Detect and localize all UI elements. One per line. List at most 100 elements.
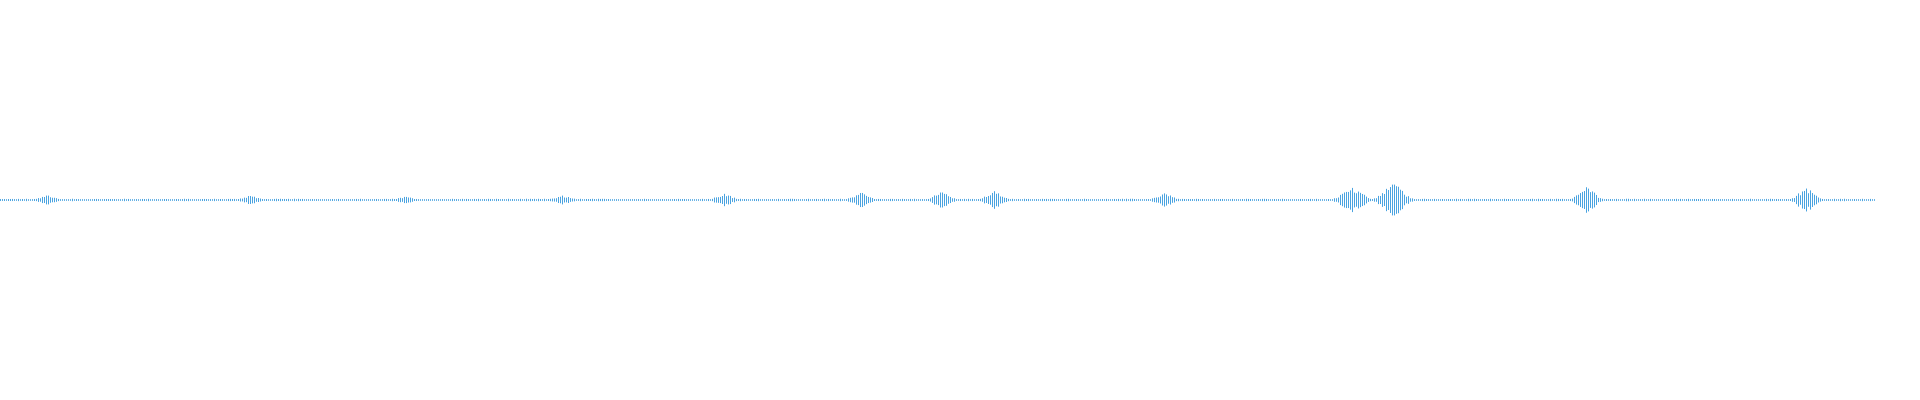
waveform-bar <box>644 198 645 202</box>
waveform-bar <box>418 199 419 201</box>
waveform-bar <box>1090 199 1091 201</box>
waveform-bar <box>1368 198 1369 202</box>
waveform-bar <box>190 199 191 201</box>
waveform-bar <box>560 196 561 204</box>
waveform-bar <box>1822 198 1823 202</box>
waveform-bar <box>1424 198 1425 202</box>
waveform-bar <box>1480 199 1481 201</box>
waveform-bar <box>1374 198 1375 202</box>
waveform-bar <box>1760 199 1761 201</box>
waveform-bar <box>318 199 319 201</box>
waveform-bar <box>1110 199 1111 201</box>
waveform-bar <box>1868 199 1869 201</box>
waveform-bar <box>1612 199 1613 201</box>
waveform-bar <box>770 199 771 201</box>
waveform-bar <box>1392 184 1393 216</box>
waveform-bar <box>742 199 743 201</box>
waveform-bar <box>1442 199 1443 201</box>
waveform-bar <box>1056 199 1057 201</box>
waveform-bar <box>34 198 35 202</box>
waveform-bar <box>796 199 797 201</box>
waveform-bar <box>1050 198 1051 202</box>
waveform-bar <box>1282 198 1283 202</box>
waveform-bar <box>1074 199 1075 201</box>
waveform-bar <box>870 197 871 203</box>
waveform-bar <box>570 198 571 202</box>
waveform-bar <box>180 199 181 201</box>
waveform-bar <box>1726 199 1727 201</box>
waveform-bar <box>804 199 805 201</box>
waveform-bar <box>252 196 253 204</box>
waveform-bar <box>94 199 95 201</box>
waveform-bar <box>1128 199 1129 201</box>
waveform-bar <box>668 199 669 201</box>
waveform-bar <box>572 198 573 202</box>
waveform-bar <box>1664 199 1665 201</box>
waveform-bar <box>1820 198 1821 202</box>
waveform-bar <box>1626 198 1627 202</box>
waveform-bar <box>1356 193 1357 207</box>
waveform-bar <box>192 199 193 201</box>
waveform-bar <box>262 199 263 201</box>
waveform-bar <box>334 199 335 201</box>
waveform-bar <box>682 199 683 201</box>
waveform-bar <box>1470 198 1471 202</box>
waveform-bar <box>932 197 933 203</box>
waveform-bar <box>1186 199 1187 201</box>
waveform-bar <box>226 199 227 201</box>
waveform-bar <box>838 199 839 201</box>
waveform-bar <box>1860 199 1861 201</box>
waveform-bar <box>54 197 55 203</box>
waveform-bar <box>452 198 453 202</box>
waveform-bar <box>74 199 75 201</box>
waveform-bar <box>694 199 695 201</box>
waveform-bar <box>1326 199 1327 201</box>
waveform-bar <box>750 199 751 201</box>
waveform-bar <box>1710 199 1711 201</box>
waveform-bar <box>352 199 353 201</box>
waveform-bar <box>976 199 977 201</box>
waveform-bar <box>38 198 39 202</box>
waveform-bar <box>1532 198 1533 202</box>
waveform-bar <box>820 199 821 201</box>
waveform-bar <box>574 198 575 202</box>
waveform-bar <box>84 199 85 201</box>
waveform-bar <box>528 199 529 201</box>
waveform-bar <box>78 199 79 201</box>
waveform-bar <box>1140 199 1141 201</box>
waveform-bar <box>994 191 995 209</box>
waveform-bar <box>814 199 815 201</box>
waveform-bar <box>580 198 581 202</box>
waveform-bar <box>568 196 569 204</box>
waveform-bar <box>1004 197 1005 203</box>
waveform-bar <box>1802 191 1803 209</box>
waveform-bar <box>898 199 899 201</box>
waveform-bar <box>566 197 567 203</box>
waveform-bar <box>380 199 381 201</box>
waveform-bar <box>1828 199 1829 201</box>
waveform-bar <box>1120 199 1121 201</box>
waveform-bar <box>282 199 283 201</box>
waveform-bar <box>656 199 657 201</box>
waveform-bar <box>1824 199 1825 201</box>
waveform-bar <box>1582 191 1583 209</box>
waveform-bar <box>1166 194 1167 206</box>
waveform-bar <box>766 199 767 201</box>
waveform-bar <box>1546 199 1547 201</box>
waveform-bar <box>120 199 121 201</box>
waveform-bar <box>1390 187 1391 213</box>
waveform-bar <box>1200 199 1201 201</box>
waveform-bar <box>1024 198 1025 202</box>
waveform-bar <box>1608 199 1609 201</box>
waveform-bar <box>740 198 741 202</box>
waveform-bar <box>1736 199 1737 201</box>
waveform-bar <box>124 198 125 202</box>
waveform-bar <box>272 199 273 201</box>
waveform-bar <box>1320 199 1321 201</box>
waveform-bar <box>1364 194 1365 206</box>
waveform-bar <box>634 199 635 201</box>
waveform-bar <box>142 198 143 202</box>
waveform-bar <box>1348 191 1349 209</box>
